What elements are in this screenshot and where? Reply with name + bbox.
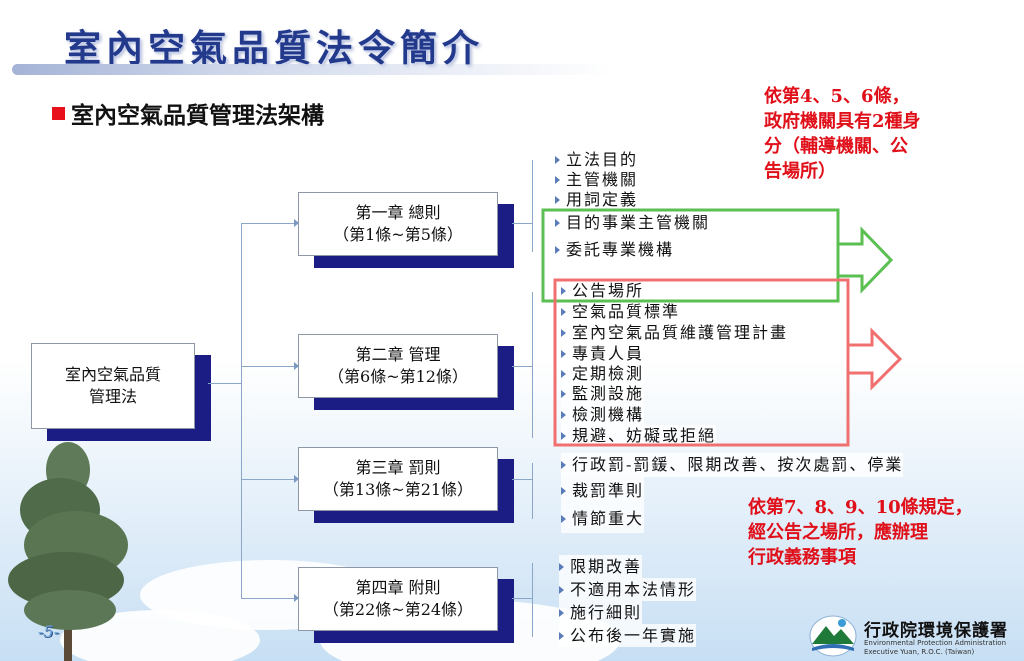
list-item: 公布後一年實施 (559, 624, 697, 647)
red-highlight-frame (553, 278, 903, 447)
list-item: 施行細則 (559, 601, 643, 624)
list-item: 規避、妨礙或拒絕 (561, 425, 717, 446)
list-item: 裁罰準則 (561, 477, 645, 505)
chapter-3-items: 行政罰-罰鍰、限期改善、按次處罰、停業 裁罰準則 情節重大 (561, 453, 904, 533)
chapter-1-box: 第一章 總則 （第1條~第5條） (298, 192, 498, 256)
list-item: 立法目的 (555, 150, 639, 170)
chapter-1-title: 第一章 總則 (355, 203, 441, 222)
tree-image (8, 442, 128, 661)
list-item: 情節重大 (561, 505, 645, 533)
list-item: 檢測機構 (561, 404, 645, 425)
note-line: 行政義務事項 (748, 547, 856, 568)
chapter-3-title: 第三章 罰則 (355, 458, 441, 477)
chapter-2-box: 第二章 管理 （第6條~第12條） (298, 334, 498, 398)
chapter-2-range: （第6條~第12條） (328, 367, 468, 386)
connector-line (512, 223, 532, 224)
chapter-2-items: 公告場所 空氣品質標準 室內空氣品質維護管理計畫 專責人員 定期檢測 監測設施 … (561, 281, 789, 446)
epa-emblem-icon (809, 615, 857, 657)
chapter-4-title: 第四章 附則 (355, 578, 441, 597)
connector-line (532, 160, 533, 252)
list-item: 室內空氣品質維護管理計畫 (561, 322, 789, 343)
callout-note-top: 依第4、5、6條， 政府機關具有2種身 分（輔導機關、公 告場所） (764, 84, 921, 184)
list-item: 委託專業機構 (555, 236, 675, 264)
chapter-3-box: 第三章 罰則 （第13條~第21條） (298, 447, 498, 511)
chapter-4-items: 限期改善 不適用本法情形 施行細則 公布後一年實施 (559, 555, 697, 647)
root-box: 室內空氣品質 管理法 (31, 343, 195, 429)
connector-line (532, 563, 533, 637)
root-box-line2: 管理法 (88, 387, 137, 406)
chapter-1-range: （第1條~第5條） (333, 225, 463, 244)
note-line: 告場所） (764, 161, 836, 182)
arrow-right-icon (294, 594, 299, 602)
chapter-2-title: 第二章 管理 (355, 345, 441, 364)
agency-name: 行政院環境保護署 (864, 621, 1008, 641)
list-item: 不適用本法情形 (559, 578, 697, 601)
chapter-3-range: （第13條~第21條） (322, 480, 474, 499)
connector-line (208, 383, 241, 384)
arrow-right-icon (294, 475, 299, 483)
list-item: 行政罰-罰鍰、限期改善、按次處罰、停業 (561, 453, 904, 477)
agency-name-en-2: Executive Yuan, R.O.C. (Taiwan) (864, 648, 975, 656)
bullet-square-icon (52, 106, 65, 120)
list-item: 公告場所 (561, 281, 645, 301)
connector-line (532, 292, 533, 438)
arrow-right-icon (294, 362, 299, 370)
root-box-line1: 室內空氣品質 (64, 365, 161, 384)
connector-line (241, 598, 294, 599)
connector-line (241, 223, 242, 598)
note-line: 經公告之場所，應辦理 (748, 522, 928, 543)
chapter-1-items: 立法目的 主管機關 用詞定義 目的事業主管機關 委託專業機構 (555, 150, 711, 264)
connector-line (241, 479, 294, 480)
section-subtitle-text: 室內空氣品質管理法架構 (71, 102, 324, 129)
list-item: 專責人員 (561, 343, 645, 364)
green-highlight-frame (541, 208, 894, 303)
connector-line (241, 366, 294, 367)
chapter-4-box: 第四章 附則 （第22條~第24條） (298, 567, 498, 631)
list-item: 監測設施 (561, 384, 645, 404)
connector-line (512, 479, 532, 480)
list-item: 主管機關 (555, 170, 639, 190)
note-line: 依第4、5、6條， (764, 86, 910, 107)
list-item: 限期改善 (559, 555, 643, 578)
list-item: 定期檢測 (561, 364, 645, 384)
agency-name-en-1: Environmental Protection Administration (864, 639, 1007, 647)
note-line: 政府機關具有2種身 (764, 111, 921, 132)
arrow-right-icon (294, 219, 299, 227)
list-item: 空氣品質標準 (561, 301, 681, 322)
list-item: 目的事業主管機關 (555, 210, 711, 236)
connector-line (512, 598, 532, 599)
title-underline (12, 64, 612, 75)
note-line: 分（輔導機關、公 (764, 136, 908, 157)
page-number: -5- (38, 622, 59, 641)
note-line: 依第7、8、9、10條規定， (748, 497, 973, 518)
connector-line (241, 223, 294, 224)
callout-note-bottom: 依第7、8、9、10條規定， 經公告之場所，應辦理 行政義務事項 (748, 495, 973, 570)
connector-line (532, 463, 533, 519)
agency-logo: 行政院環境保護署 Environmental Protection Admini… (808, 612, 1020, 658)
page-title: 室內空氣品質法令簡介 (64, 26, 484, 70)
section-subtitle: 室內空氣品質管理法架構 (52, 96, 324, 130)
connector-line (512, 366, 532, 367)
chapter-4-range: （第22條~第24條） (322, 600, 474, 619)
list-item: 用詞定義 (555, 190, 639, 210)
